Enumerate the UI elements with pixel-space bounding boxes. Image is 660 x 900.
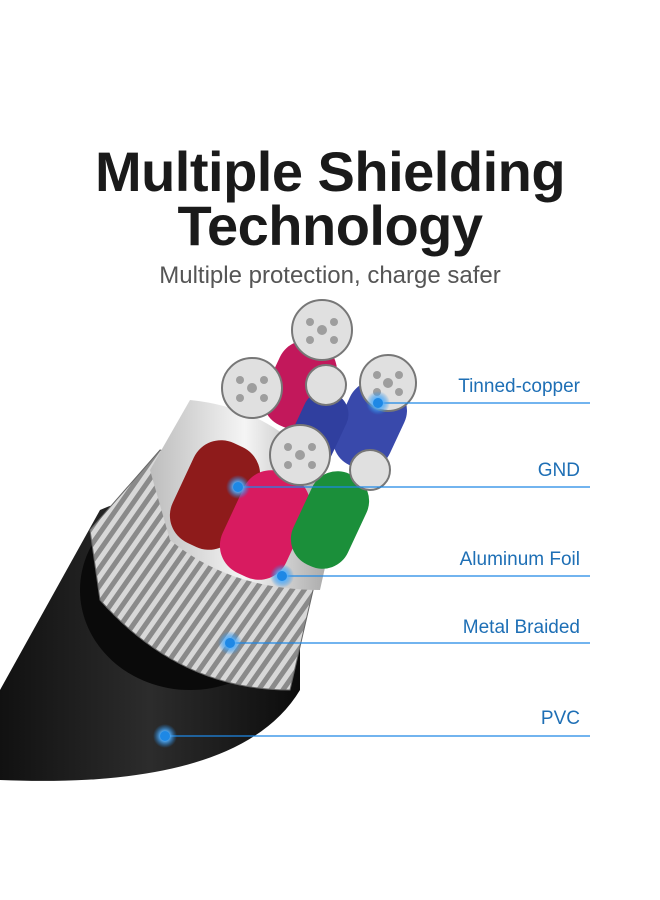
callout-gnd — [226, 475, 590, 499]
label-metal-braided: Metal Braided — [462, 617, 580, 638]
callout-pvc — [153, 724, 590, 748]
subheadline: Multiple protection, charge safer — [159, 262, 501, 289]
label-aluminum-foil: Aluminum Foil — [459, 549, 580, 570]
headline-line-2: Technology — [177, 194, 483, 257]
callout-metal-braided — [218, 631, 590, 655]
callout-tinned-copper — [366, 391, 590, 415]
cable-cross-section-illustration — [0, 299, 590, 781]
label-pvc: PVC — [540, 708, 580, 729]
headline-line-1: Multiple Shielding — [94, 140, 566, 203]
label-gnd: GND — [537, 460, 580, 481]
callout-aluminum-foil — [270, 564, 590, 588]
label-tinned-copper: Tinned-copper — [458, 376, 580, 397]
